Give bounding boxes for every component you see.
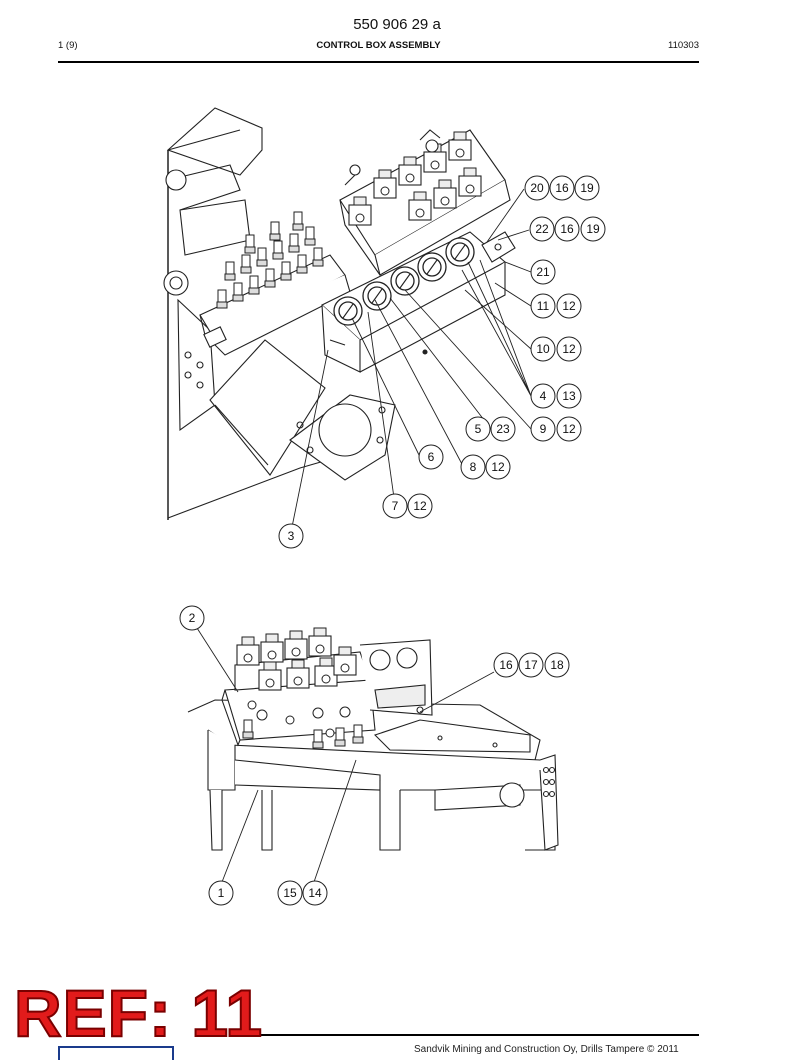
callout-label: 11 — [537, 299, 550, 313]
callout-9-12 — [530, 416, 582, 442]
callout-label: 15 — [283, 886, 297, 900]
callout-label: 16 — [555, 181, 569, 195]
callout-label: 5 — [475, 422, 482, 436]
callout-6 — [418, 444, 444, 470]
callout-label: 4 — [540, 389, 547, 403]
callout-label: 12 — [562, 422, 576, 436]
callout-label: 3 — [288, 529, 295, 543]
callout-8-12 — [460, 454, 511, 480]
callout-label: 8 — [470, 460, 477, 474]
callout-2 — [179, 605, 205, 631]
callout-10-12 — [530, 336, 582, 362]
callout-label: 12 — [562, 342, 576, 356]
callout-label: 7 — [392, 499, 399, 513]
callout-label: 19 — [586, 222, 600, 236]
callout-label: 17 — [524, 658, 538, 672]
callout-labels: 20 16 19 22 16 19 21 11 12 10 12 4 13 9 … — [189, 181, 600, 900]
callout-22-16-19 — [529, 216, 606, 242]
callout-label: 12 — [562, 299, 576, 313]
callout-label: 22 — [535, 222, 549, 236]
callout-label: 23 — [496, 422, 510, 436]
callout-label: 12 — [491, 460, 505, 474]
callout-7-12 — [382, 493, 433, 519]
callout-label: 16 — [560, 222, 574, 236]
callout-3 — [278, 523, 304, 549]
callout-label: 10 — [536, 342, 550, 356]
callout-4-13 — [530, 383, 582, 409]
lower-view — [187, 627, 559, 883]
document-date: 110303 — [668, 40, 699, 51]
callout-label: 14 — [308, 886, 322, 900]
callout-1 — [208, 880, 234, 906]
callout-label: 12 — [413, 499, 427, 513]
callout-label: 21 — [536, 265, 550, 279]
footer-rule — [258, 1034, 699, 1036]
callout-5-23 — [465, 416, 516, 442]
callout-label: 9 — [540, 422, 547, 436]
callout-11-12 — [530, 293, 582, 319]
callout-label: 20 — [530, 181, 544, 195]
callout-label: 2 — [189, 611, 196, 625]
callout-balloons — [179, 175, 606, 906]
page-header: 1 (9) CONTROL BOX ASSEMBLY 110303 — [58, 40, 699, 56]
callout-21 — [530, 259, 556, 285]
callout-label: 16 — [499, 658, 513, 672]
callout-20-16-19 — [524, 175, 600, 201]
callout-label: 1 — [218, 886, 225, 900]
ref-stamp: REF: 11 — [13, 976, 264, 1050]
footer-copyright: Sandvik Mining and Construction Oy, Dril… — [414, 1044, 679, 1055]
page-indicator: 1 (9) — [58, 40, 78, 51]
callout-16-17-18 — [493, 652, 570, 678]
document-number: 550 906 29 a — [353, 16, 441, 33]
callout-label: 19 — [580, 181, 594, 195]
callout-label: 13 — [562, 389, 576, 403]
upper-view — [163, 107, 532, 528]
callout-15-14 — [277, 880, 328, 906]
sandvik-logo — [58, 1046, 174, 1060]
callout-label: 18 — [550, 658, 564, 672]
page-title: CONTROL BOX ASSEMBLY — [316, 40, 441, 51]
callout-label: 6 — [428, 450, 435, 464]
header-rule — [58, 61, 699, 63]
